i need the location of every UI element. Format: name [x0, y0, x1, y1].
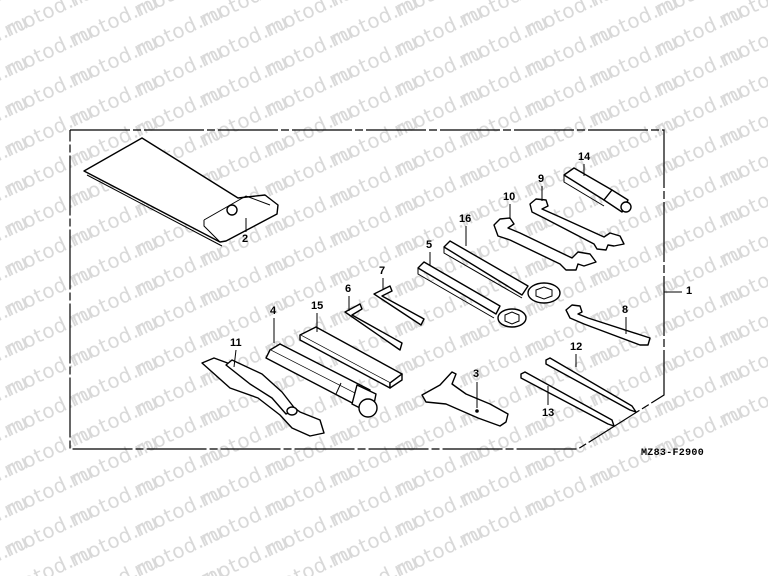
callout-16: 16 — [459, 213, 472, 225]
callout-4: 4 — [270, 305, 277, 317]
callout-1: 1 — [686, 285, 693, 297]
diagram-code: MZ83-F2900 — [641, 448, 705, 459]
pliers-drawing — [201, 357, 325, 437]
callout-3: 3 — [473, 368, 480, 380]
screwdriver-grip-drawing — [563, 167, 632, 213]
leader-lines — [233, 164, 682, 408]
callout-12: 12 — [570, 341, 583, 353]
callout-11: 11 — [230, 337, 242, 349]
callout-5: 5 — [426, 239, 433, 251]
callout-15: 15 — [311, 300, 324, 312]
callout-7: 7 — [379, 265, 386, 277]
tool-bag-drawing — [83, 137, 279, 247]
socket-wrench-drawing — [265, 343, 378, 418]
open-end-wrench-8-drawing — [565, 304, 651, 346]
callout-6: 6 — [345, 283, 352, 295]
callout-8: 8 — [622, 304, 629, 316]
screwdriver-flat-drawing — [520, 371, 615, 427]
open-end-wrench-10-drawing — [493, 217, 597, 271]
extension-bar-drawing — [299, 326, 403, 389]
box-wrench-drawing — [417, 261, 527, 328]
open-end-wrench-9-drawing — [529, 198, 625, 251]
screwdriver-phillips-drawing — [545, 357, 637, 413]
assembly-border — [69, 129, 665, 450]
pin-spanner-drawing — [421, 371, 509, 427]
hex-key-large-drawing — [344, 303, 403, 351]
hex-key-small-drawing — [373, 285, 425, 326]
callout-14: 14 — [578, 151, 591, 163]
callout-2: 2 — [242, 233, 249, 245]
box-wrench-large-drawing — [443, 240, 561, 304]
callout-9: 9 — [538, 173, 545, 185]
callout-10: 10 — [503, 191, 516, 203]
callout-13: 13 — [542, 407, 555, 419]
